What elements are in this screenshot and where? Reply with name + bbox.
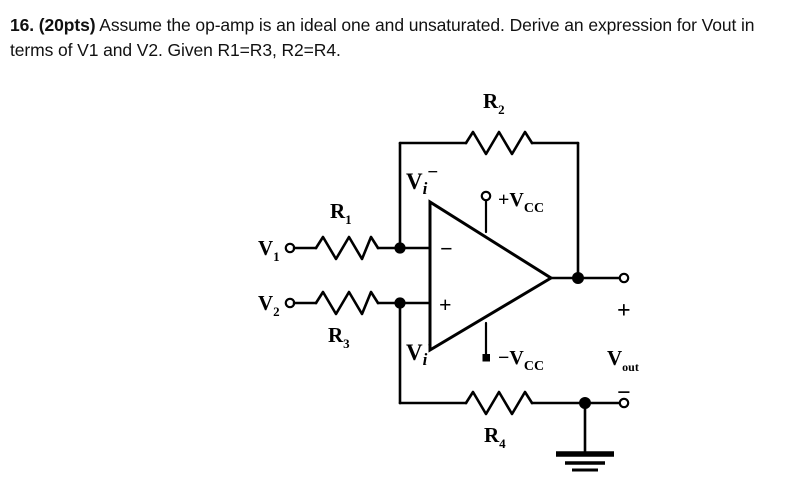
label-R4: R4 bbox=[484, 423, 506, 451]
label-R1: R1 bbox=[330, 199, 352, 227]
label-V1: V1 bbox=[258, 236, 280, 264]
circuit-diagram: Op-amp difference amplifier schematic R2… bbox=[0, 80, 796, 484]
opamp-noninverting-sign: + bbox=[439, 292, 452, 317]
resistor-R1-zigzag bbox=[314, 235, 380, 261]
label-vcc-negative: −VCC bbox=[498, 347, 544, 374]
terminal-vout-negative[interactable] bbox=[618, 397, 630, 409]
terminal-supply-negative[interactable] bbox=[482, 354, 491, 362]
resistor-R2-zigzag bbox=[464, 130, 534, 156]
terminal-supply-positive[interactable] bbox=[480, 190, 492, 202]
circuit-svg: Op-amp difference amplifier schematic R2… bbox=[258, 89, 639, 472]
question-body: Assume the op-amp is an ideal one and un… bbox=[10, 15, 755, 60]
label-vcc-positive: +VCC bbox=[498, 189, 544, 216]
label-vi-minus: Vi− bbox=[406, 162, 438, 198]
label-vout-plus-sign: + bbox=[617, 298, 631, 324]
question-number: 16. bbox=[10, 15, 35, 35]
label-vout: Vout bbox=[607, 346, 639, 374]
opamp-inverting-sign: − bbox=[440, 236, 453, 261]
label-R3: R3 bbox=[328, 323, 350, 351]
node-output bbox=[572, 272, 584, 284]
label-R2: R2 bbox=[483, 89, 505, 117]
question-text-block: 16. (20pts) Assume the op-amp is an idea… bbox=[10, 13, 780, 63]
terminal-vout-positive[interactable] bbox=[618, 272, 630, 284]
question-points: (20pts) bbox=[38, 15, 96, 35]
node-inverting-input bbox=[394, 242, 406, 254]
label-V2: V2 bbox=[258, 291, 280, 319]
resistor-R3-zigzag bbox=[314, 290, 380, 316]
resistor-R4-zigzag bbox=[464, 390, 534, 416]
opamp-triangle[interactable] bbox=[428, 199, 554, 353]
